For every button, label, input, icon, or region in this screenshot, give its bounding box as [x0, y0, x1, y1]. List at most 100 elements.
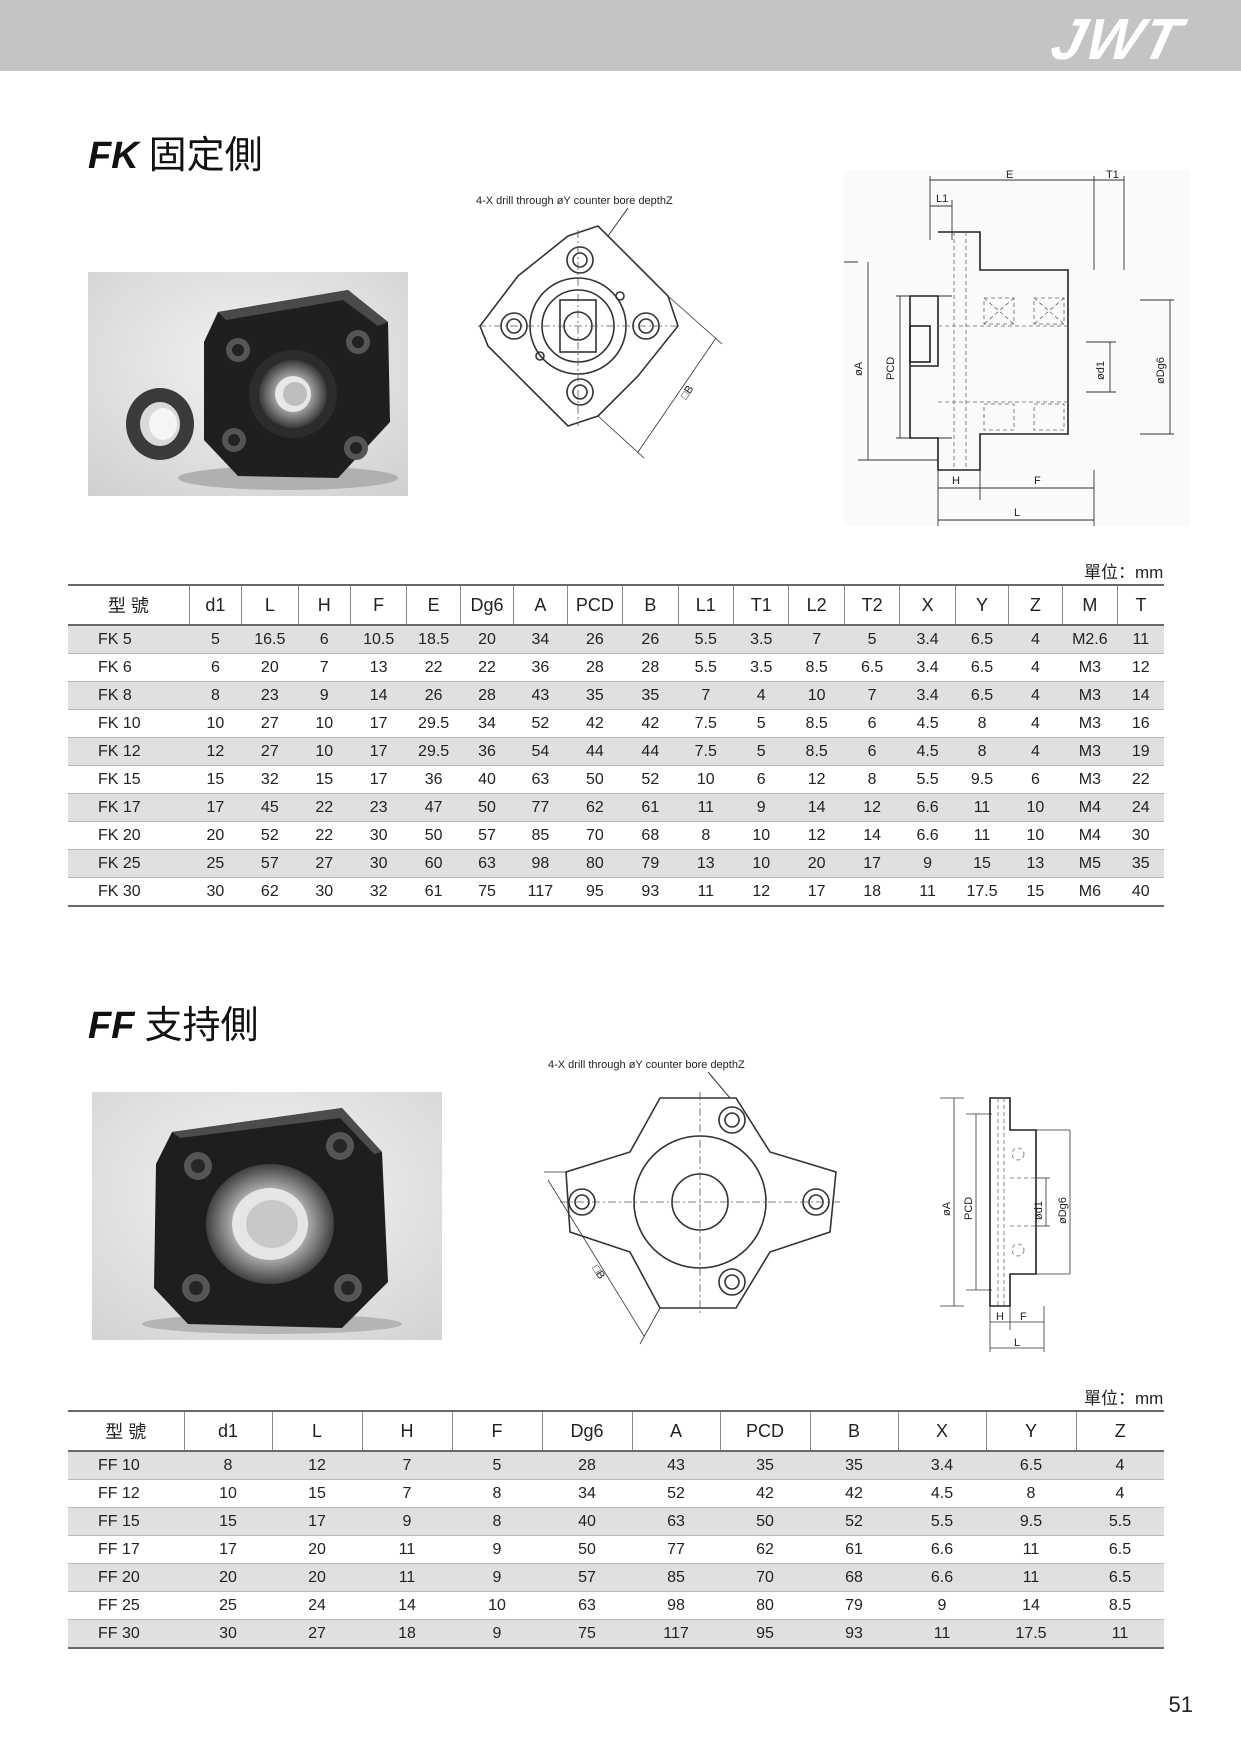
- fk-cell: 5: [733, 737, 789, 766]
- fk-cell: 9: [733, 793, 789, 822]
- fk-cell: 24: [1117, 793, 1164, 822]
- ff-cell: 9: [898, 1591, 986, 1620]
- ff-cell: 7: [362, 1451, 452, 1480]
- fk-cell: M3: [1062, 737, 1118, 766]
- ff-col-d1: d1: [183, 1410, 272, 1452]
- fk-cell: 9.5: [955, 765, 1009, 794]
- fk-cell: 7: [298, 653, 351, 682]
- fk-col-l1: L1: [677, 584, 734, 626]
- ff-col-b: B: [809, 1410, 898, 1452]
- fk-cell: 20: [788, 849, 845, 878]
- fk-dim-dg6: øDg6: [1155, 357, 1167, 384]
- ff-cell: 9: [452, 1563, 542, 1592]
- fk-cell: M4: [1062, 793, 1118, 822]
- fk-cell: 18.5: [406, 625, 461, 654]
- ff-cell: 75: [542, 1619, 632, 1649]
- fk-cell: 10: [788, 681, 845, 710]
- ff-cell: 9.5: [986, 1507, 1076, 1536]
- fk-cell: 8: [844, 765, 900, 794]
- fk-cell: 44: [622, 737, 679, 766]
- fk-cell: 4: [1008, 653, 1063, 682]
- fk-cell: 10: [733, 849, 789, 878]
- ff-dim-dg6: øDg6: [1057, 1197, 1069, 1224]
- ff-product-photo: [92, 1092, 442, 1340]
- ff-cell: 57: [542, 1563, 632, 1592]
- ff-cell: 14: [362, 1591, 452, 1620]
- ff-cell: 8.5: [1076, 1591, 1164, 1620]
- fk-cell: M3: [1062, 653, 1118, 682]
- fk-cell: 95: [567, 877, 623, 907]
- ff-cell: 11: [362, 1535, 452, 1564]
- fk-cell: 85: [513, 821, 568, 850]
- fk-cell-model: FK 10: [68, 709, 190, 738]
- ff-cell: 6.5: [1076, 1535, 1164, 1564]
- ff-front-drawing: 4-X drill through øY counter bore depthZ…: [544, 1059, 840, 1345]
- fk-cell: 19: [1117, 737, 1164, 766]
- fk-cell: 12: [844, 793, 900, 822]
- ff-cell: 10: [184, 1479, 272, 1508]
- fk-col-a: A: [513, 584, 568, 626]
- ff-cell: 42: [720, 1479, 810, 1508]
- ff-cell: 17: [272, 1507, 362, 1536]
- fk-cell: 10: [1008, 793, 1063, 822]
- fk-cell-model: FK 25: [68, 849, 190, 878]
- fk-cell: 5: [844, 625, 900, 654]
- brand-logo: JWT: [1044, 7, 1190, 72]
- ff-cell: 35: [720, 1451, 810, 1480]
- ff-cell: 117: [632, 1619, 720, 1649]
- fk-cell: 8: [955, 737, 1009, 766]
- fk-cell: 22: [298, 793, 351, 822]
- fk-cell: 10: [298, 737, 351, 766]
- fk-cell: 35: [567, 681, 623, 710]
- ff-cell: 30: [184, 1619, 272, 1649]
- fk-col-m: M: [1061, 584, 1118, 626]
- ff-cell: 15: [184, 1507, 272, 1536]
- ff-cell: 8: [986, 1479, 1076, 1508]
- ff-cell-model: FF 30: [68, 1619, 184, 1649]
- fk-cell: 34: [460, 709, 514, 738]
- ff-table-header-row: 型 號 d1 L H F Dg6 A PCD B X Y Z: [68, 1410, 1164, 1452]
- ff-dim-b-front: □B: [589, 1263, 607, 1281]
- fk-cell: 3.5: [733, 625, 789, 654]
- fk-cell: 12: [788, 821, 845, 850]
- fk-cell: 4: [1008, 625, 1063, 654]
- fk-col-b: B: [622, 584, 679, 626]
- fk-cell: 4: [1008, 681, 1063, 710]
- fk-cell: 7: [844, 681, 900, 710]
- fk-cell: 47: [406, 793, 461, 822]
- ff-cell: 43: [632, 1451, 720, 1480]
- fk-cell: 13: [350, 653, 407, 682]
- fk-cell: 26: [622, 625, 679, 654]
- ff-cell: 11: [1076, 1619, 1164, 1649]
- ff-col-model: 型 號: [68, 1410, 184, 1452]
- fk-cell: 8.5: [788, 709, 845, 738]
- ff-cell-model: FF 25: [68, 1591, 184, 1620]
- ff-dim-d1: ød1: [1033, 1201, 1045, 1220]
- fk-cell: 27: [241, 737, 299, 766]
- ff-cell: 79: [810, 1591, 898, 1620]
- fk-cell: 80: [567, 849, 623, 878]
- fk-cell: 11: [899, 877, 956, 907]
- ff-cell: 5.5: [898, 1507, 986, 1536]
- ff-cell: 52: [810, 1507, 898, 1536]
- fk-col-t1: T1: [732, 584, 789, 626]
- ff-col-z: Z: [1075, 1410, 1164, 1452]
- fk-cell: 30: [350, 849, 407, 878]
- fk-cell: 11: [955, 821, 1009, 850]
- fk-cell: 11: [678, 793, 734, 822]
- fk-cell: 14: [788, 793, 845, 822]
- fk-cell-model: FK 17: [68, 793, 190, 822]
- fk-cell: M4: [1062, 821, 1118, 850]
- ff-dim-a: øA: [941, 1201, 953, 1216]
- fk-cell: 12: [189, 737, 242, 766]
- fk-cell: 30: [298, 877, 351, 907]
- fk-col-l2: L2: [788, 584, 845, 626]
- fk-cell: 43: [513, 681, 568, 710]
- fk-cell: 57: [241, 849, 299, 878]
- fk-cell: 6.5: [955, 681, 1009, 710]
- fk-cell: 68: [622, 821, 679, 850]
